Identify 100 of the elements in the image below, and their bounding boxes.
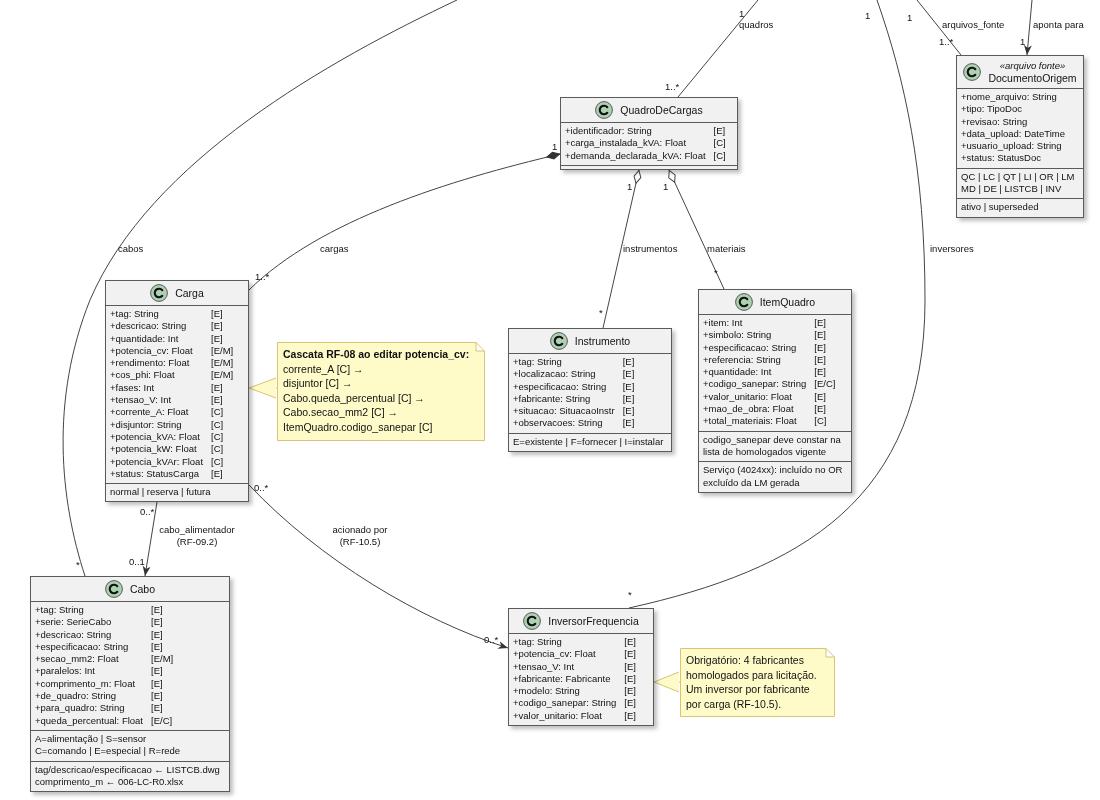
class-name: DocumentoOrigem — [988, 72, 1077, 85]
class-name: Cabo — [129, 582, 156, 596]
edge-label: cabo_alimentador (RF-09.2) — [158, 524, 236, 548]
multiplicity-label: 1 — [663, 181, 669, 193]
attribute-tag: [C] — [211, 443, 234, 456]
attribute-text: +descricao: String — [35, 628, 113, 641]
attribute-tag: [E] — [151, 628, 174, 641]
attribute-text: +total_materiais: Float — [703, 415, 798, 428]
attribute-tag: [E] — [622, 405, 635, 418]
attribute-text: +tag: String — [513, 636, 563, 649]
attribute-tag: [E] — [622, 368, 635, 381]
attribute-tag: [E] — [624, 697, 636, 710]
attribute-tag: [E] — [814, 353, 836, 367]
attribute-text: +potencia_kVA: Float — [110, 430, 201, 444]
attribute-text: +serie: SerieCabo — [35, 616, 113, 629]
attribute-tag: [E] — [624, 709, 636, 723]
attribute-tag: [E] — [151, 690, 174, 703]
edge-label: arquivos_fonte — [942, 19, 1005, 31]
attribute-text: +mao_de_obra: Float — [703, 403, 795, 416]
attribute-text: +usuario_upload: String — [961, 140, 1063, 153]
edge-label: quadros — [739, 19, 774, 31]
arrow — [142, 501, 158, 577]
compartment-text: A=alimentação | S=sensor — [35, 732, 148, 746]
compartment-text: tag/descricao/especificacao ← LISTCB.dwg — [35, 763, 221, 776]
attribute-text: +tag: String — [35, 604, 85, 617]
attribute-text: +modelo: String — [513, 685, 581, 698]
compartment-text: QC | LC | QT | LI | OR | LM — [961, 170, 1076, 184]
attribute-tag: [E] — [814, 403, 836, 416]
attribute-tag: [E] — [211, 320, 234, 333]
multiplicity-label: 1..* — [939, 36, 954, 48]
attribute-tag: [E] — [211, 332, 234, 345]
attribute-text: +potencia_kW: Float — [110, 443, 198, 456]
compartment-text: comprimento_m ← 006-LC-R0.xlsx — [35, 775, 185, 789]
attribute-text: +codigo_sanepar: String — [513, 697, 617, 710]
attribute-tag: [E] — [622, 392, 635, 406]
attribute-tag: [E] — [624, 660, 636, 673]
attribute-text: +item: Int — [703, 317, 744, 330]
edge-label: acionado por (RF-10.5) — [331, 524, 389, 548]
attribute-text: +potencia_cv: Float — [110, 344, 194, 358]
class-box — [508, 608, 654, 727]
attribute-text: +demanda_declarada_kVA: Float — [565, 149, 706, 162]
attribute-tag: [E/C] — [814, 378, 836, 391]
attribute-tag: [E] — [211, 394, 234, 407]
class-box — [508, 328, 672, 453]
edge-label: materiais — [707, 243, 746, 255]
attribute-tag: [E] — [624, 636, 636, 649]
note-text: Obrigatório: 4 fabricantes homologados para licitação. Um inversor por fabricante por carga (RF-10.5). — [686, 653, 818, 712]
attribute-text: +descricao: String — [110, 320, 188, 333]
multiplicity-label: * — [76, 559, 80, 571]
composition-line — [248, 151, 561, 291]
attribute-text: +fabricante: String — [513, 392, 592, 406]
attribute-tag: [E] — [814, 341, 836, 354]
attribute-text: +simbolo: String — [703, 329, 773, 342]
multiplicity-label: 1..* — [665, 81, 680, 93]
multiplicity-label: 0..* — [254, 482, 269, 494]
attribute-text: +status: StatusCarga — [110, 467, 200, 481]
attribute-text: +disjuntor: String — [110, 418, 183, 431]
attribute-tag: [E] — [211, 467, 234, 481]
multiplicity-label: * — [599, 307, 603, 319]
attribute-tag: [C] — [211, 418, 234, 431]
compartment-text: Serviço (4024xx): incluído no OR excluído da LM gerada — [703, 464, 844, 489]
attribute-text: +quantidade: Int — [110, 332, 180, 345]
attribute-tag: [E] — [814, 366, 836, 379]
attribute-tag: [E/M] — [211, 369, 234, 382]
attribute-text: +quantidade: Int — [703, 366, 773, 379]
attribute-text: +comprimento_m: Float — [35, 677, 137, 691]
arrow — [1023, 0, 1033, 56]
note-pointer — [248, 377, 278, 399]
note-text: disjuntor [C] → — [283, 376, 354, 391]
compartment-text: codigo_sanepar deve constar na lista de homologados vigente — [703, 433, 842, 459]
attribute-text: +carga_instalada_kVA: Float — [565, 137, 688, 150]
attribute-tag: [E] — [624, 672, 636, 686]
association-line — [916, 0, 962, 56]
class-box — [698, 289, 852, 493]
aggregation-line — [602, 169, 642, 329]
attribute-text: +valor_unitario: Float — [703, 390, 793, 404]
attribute-tag: [E] — [713, 125, 726, 138]
multiplicity-label: 0..1 — [129, 556, 145, 568]
note-text: Cabo.queda_percentual [C] → — [283, 390, 426, 406]
association-line — [677, 0, 759, 98]
note-pointer — [653, 671, 681, 693]
multiplicity-label: 1 — [907, 12, 913, 24]
edge-label: cargas — [320, 243, 349, 255]
attribute-text: +valor_unitario: Float — [513, 709, 603, 723]
class-name: InversorFrequencia — [548, 614, 639, 628]
note-text: corrente_A [C] → — [283, 361, 365, 377]
multiplicity-label: * — [628, 589, 632, 601]
attribute-tag: [C] — [713, 137, 726, 150]
attribute-text: +identificador: String — [565, 125, 653, 138]
note-text: Cabo.secao_mm2 [C] → — [283, 405, 399, 420]
edge-label: inversores — [930, 243, 974, 255]
arrow — [248, 484, 509, 649]
attribute-text: +cos_phi: Float — [110, 369, 176, 382]
multiplicity-label: 1 — [552, 141, 558, 153]
attribute-text: +queda_percentual: Float — [35, 714, 143, 727]
attribute-tag: [E] — [622, 417, 635, 430]
edge-label: cabos — [118, 243, 144, 255]
attribute-tag: [C] — [211, 406, 234, 419]
class-name: QuadroDeCargas — [620, 103, 703, 117]
attribute-text: +referencia: String — [703, 353, 782, 367]
